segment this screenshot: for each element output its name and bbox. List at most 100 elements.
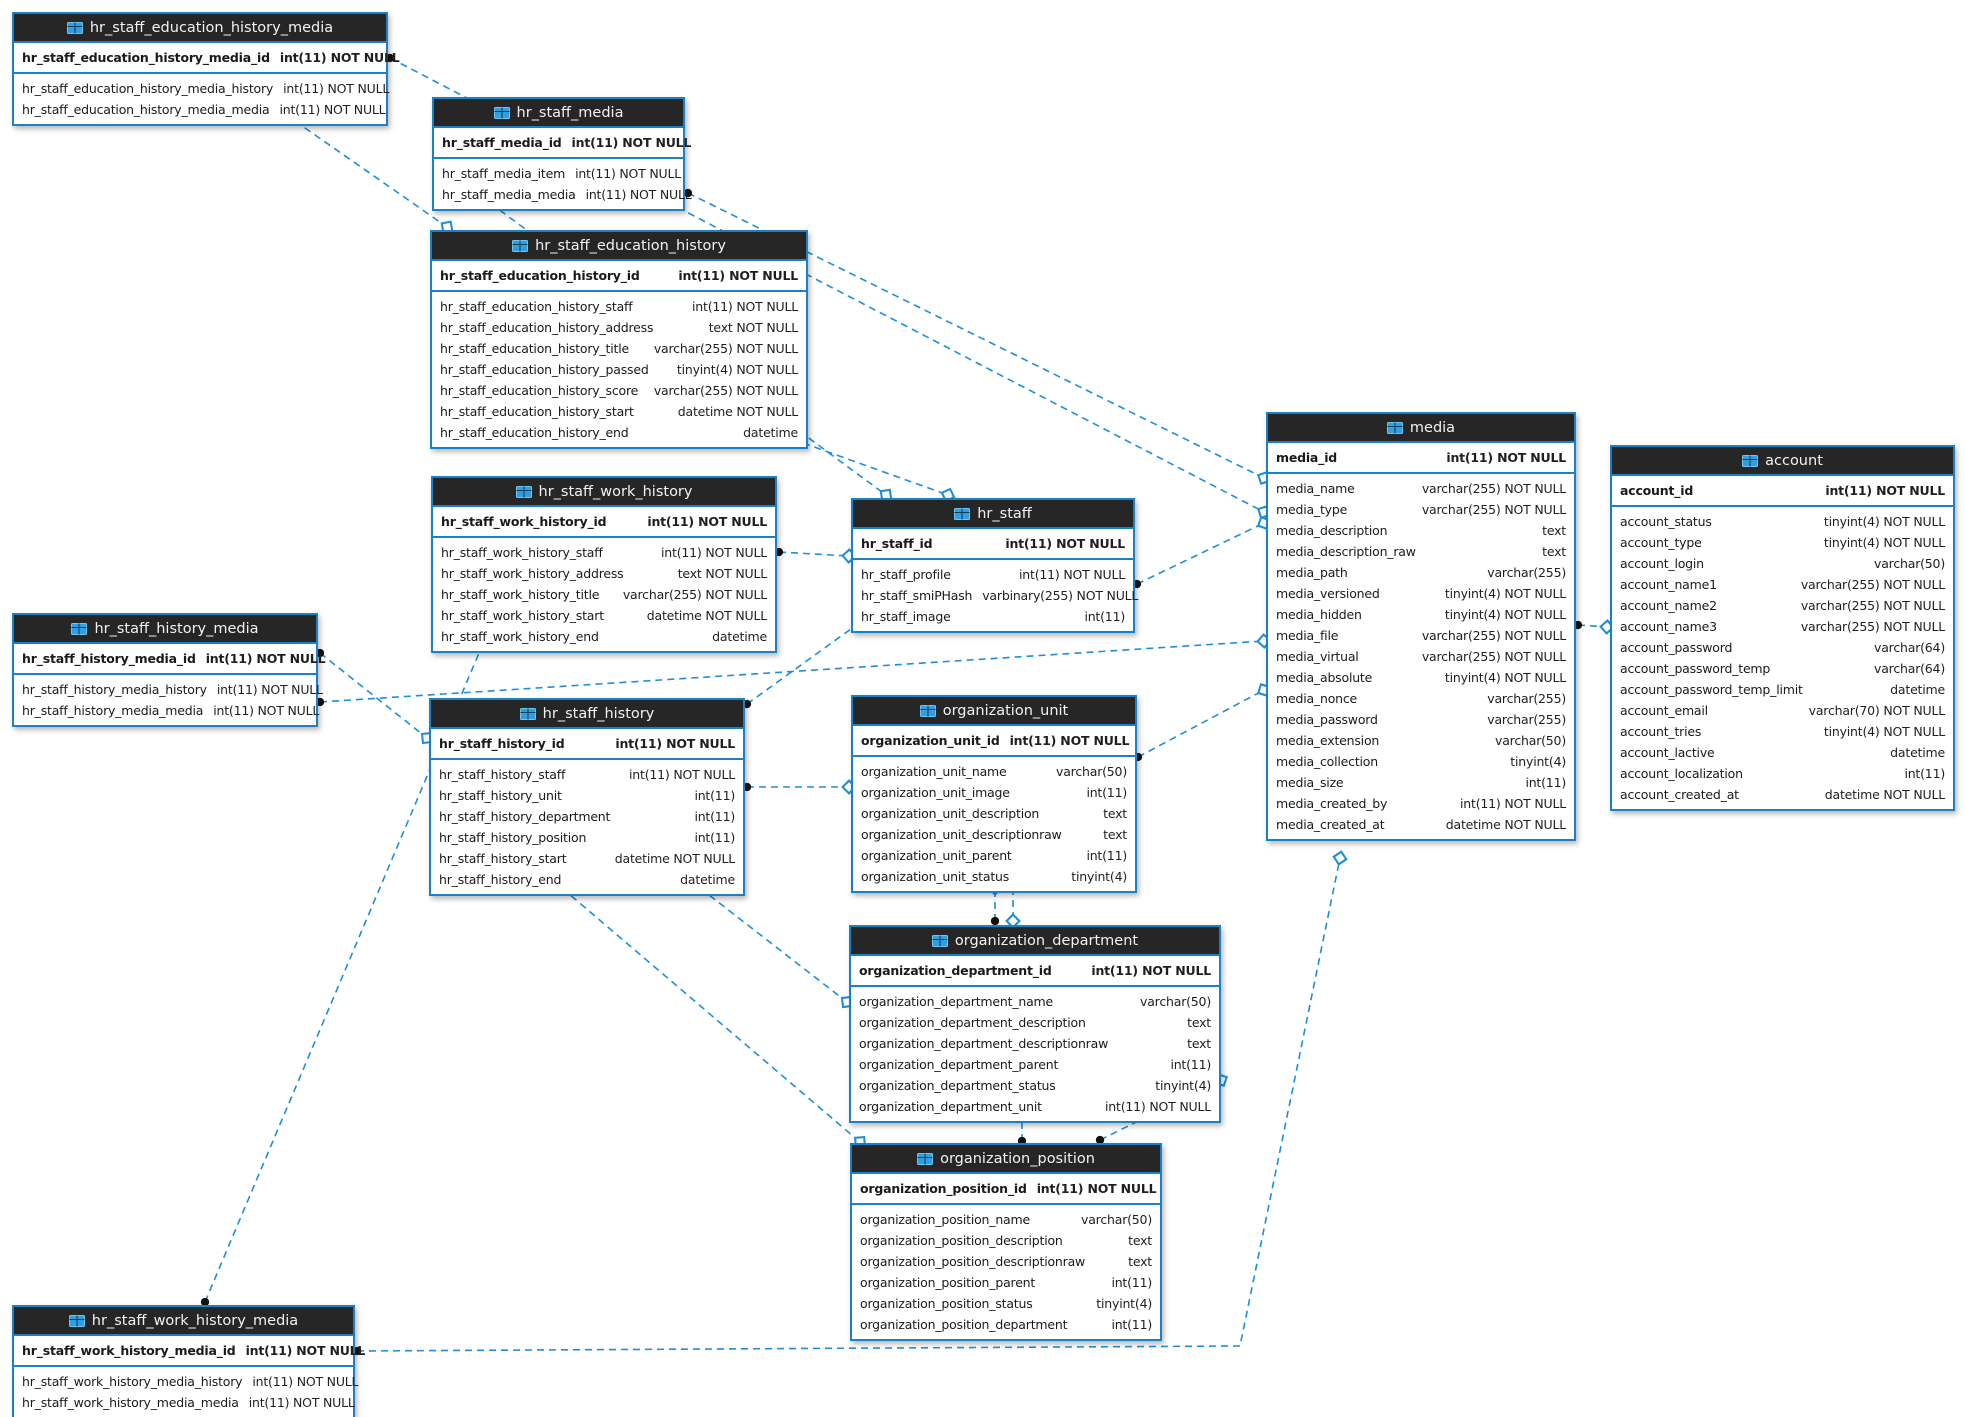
field-row: hr_staff_education_history_address text … (432, 317, 806, 338)
field-type: datetime NOT NULL (646, 608, 767, 623)
field-name: hr_staff_history_end (439, 872, 562, 887)
relationship-line-hr_staff_education_history-to-hr_staff[interactable] (798, 438, 956, 503)
relationship-line-hr_staff_history-to-organization_position[interactable] (557, 883, 866, 1148)
pk-section: organization_position_id int(11) NOT NUL… (852, 1174, 1160, 1205)
table-title: hr_staff_education_history (535, 237, 726, 254)
relationship-line-hr_staff_history_media-to-hr_staff_history[interactable] (315, 648, 434, 745)
field-name: media_type (1276, 502, 1348, 517)
table-header[interactable]: hr_staff_education_history (432, 232, 806, 261)
field-type: int(11) NOT NULL (585, 187, 692, 202)
pk-section: hr_staff_education_history_id int(11) NO… (432, 261, 806, 292)
table-header[interactable]: media (1268, 414, 1574, 443)
table-card-organization_position[interactable]: organization_position organization_posit… (850, 1143, 1162, 1341)
field-name: hr_staff_id (861, 536, 933, 551)
field-type: datetime (1890, 745, 1945, 760)
pk-row: organization_unit_id int(11) NOT NULL (853, 729, 1135, 752)
table-card-hr_staff_history[interactable]: hr_staff_history hr_staff_history_id int… (429, 698, 745, 896)
field-name: hr_staff_history_media_history (22, 682, 207, 697)
table-header[interactable]: hr_staff_history (431, 700, 743, 729)
field-type: text (1187, 1015, 1211, 1030)
field-row: media_created_by int(11) NOT NULL (1268, 793, 1574, 814)
table-card-hr_staff_work_history[interactable]: hr_staff_work_history hr_staff_work_hist… (431, 476, 777, 653)
table-card-hr_staff_education_history_media[interactable]: hr_staff_education_history_media hr_staf… (12, 12, 400, 126)
table-title: hr_staff_work_history (538, 483, 693, 500)
table-header[interactable]: organization_position (852, 1145, 1160, 1174)
table-icon (512, 239, 529, 252)
field-name: media_absolute (1276, 670, 1373, 685)
table-header[interactable]: hr_staff (853, 500, 1133, 529)
table-header[interactable]: hr_staff_work_history (433, 478, 775, 507)
table-card-media[interactable]: media media_id int(11) NOT NULL media_na… (1266, 412, 1576, 841)
field-row: account_status tinyint(4) NOT NULL (1612, 511, 1953, 532)
field-row: organization_department_unit int(11) NOT… (851, 1096, 1219, 1117)
pk-row: media_id int(11) NOT NULL (1268, 446, 1574, 469)
table-header[interactable]: organization_unit (853, 697, 1135, 726)
field-type: varchar(255) (1487, 565, 1566, 580)
relationship-line-hr_staff_education_history_media-to-hr_staff_education_history[interactable] (280, 109, 454, 234)
table-header[interactable]: account (1612, 447, 1953, 476)
relationship-line-organization_unit-to-media[interactable] (1133, 683, 1271, 762)
field-name: hr_staff_education_history_media_id (22, 50, 270, 65)
field-row: account_email varchar(70) NOT NULL (1612, 700, 1953, 721)
field-type: int(11) (1111, 1317, 1152, 1332)
field-row: hr_staff_work_history_media_media int(11… (14, 1392, 355, 1413)
field-row: hr_staff_education_history_title varchar… (432, 338, 806, 359)
field-row: hr_staff_work_history_media_history int(… (14, 1371, 359, 1392)
field-type: datetime (743, 425, 798, 440)
pk-section: hr_staff_media_id int(11) NOT NULL (434, 128, 691, 159)
relationship-line-hr_staff_work_history-to-hr_staff[interactable] (774, 547, 857, 564)
field-type: int(11) NOT NULL (1036, 1181, 1157, 1196)
field-row: account_type tinyint(4) NOT NULL (1612, 532, 1953, 553)
field-name: media_description_raw (1276, 544, 1416, 559)
field-type: int(11) (1170, 1057, 1211, 1072)
field-type: int(11) NOT NULL (1446, 450, 1566, 465)
field-name: organization_unit_name (861, 764, 1007, 779)
field-type: varchar(255) NOT NULL (653, 383, 798, 398)
field-row: hr_staff_work_history_start datetime NOT… (433, 605, 775, 626)
table-title: organization_department (954, 932, 1139, 949)
field-name: hr_staff_education_history_start (440, 404, 634, 419)
field-type: text NOT NULL (677, 566, 767, 581)
table-icon (66, 21, 83, 34)
table-card-hr_staff_history_media[interactable]: hr_staff_history_media hr_staff_history_… (12, 613, 326, 727)
field-row: hr_staff_smiPHash varbinary(255) NOT NUL… (853, 585, 1138, 606)
pk-row: hr_staff_history_media_id int(11) NOT NU… (14, 647, 326, 670)
table-card-account[interactable]: account account_id int(11) NOT NULL acco… (1610, 445, 1955, 811)
table-card-hr_staff[interactable]: hr_staff hr_staff_id int(11) NOT NULL hr… (851, 498, 1138, 633)
table-card-organization_unit[interactable]: organization_unit organization_unit_id i… (851, 695, 1137, 893)
field-name: account_type (1620, 535, 1702, 550)
field-row: hr_staff_media_item int(11) NOT NULL (434, 163, 683, 184)
field-row: hr_staff_work_history_address text NOT N… (433, 563, 775, 584)
pk-section: hr_staff_history_id int(11) NOT NULL (431, 729, 743, 760)
relationship-line-media-to-account[interactable] (1573, 619, 1615, 635)
field-row: account_name1 varchar(255) NOT NULL (1612, 574, 1953, 595)
table-card-organization_department[interactable]: organization_department organization_dep… (849, 925, 1221, 1123)
table-header[interactable]: hr_staff_work_history_media (14, 1307, 353, 1336)
field-type: tinyint(4) (1071, 869, 1127, 884)
table-title: media (1409, 419, 1456, 436)
field-name: account_login (1620, 556, 1704, 571)
table-card-hr_staff_education_history[interactable]: hr_staff_education_history hr_staff_educ… (430, 230, 808, 449)
relationship-line-hr_staff-to-media[interactable] (1132, 515, 1272, 589)
relationship-line-hr_staff_history-to-organization_department[interactable] (695, 883, 854, 1009)
table-header[interactable]: hr_staff_education_history_media (14, 14, 386, 43)
field-row: hr_staff_education_history_media_history… (14, 78, 389, 99)
table-card-hr_staff_media[interactable]: hr_staff_media hr_staff_media_id int(11)… (432, 97, 692, 211)
field-name: account_password (1620, 640, 1733, 655)
field-section: organization_position_name varchar(50) o… (852, 1205, 1160, 1339)
field-row: hr_staff_education_history_passed tinyin… (432, 359, 806, 380)
field-row: hr_staff_education_history_media_media i… (14, 99, 386, 120)
field-type: datetime NOT NULL (1824, 787, 1945, 802)
table-header[interactable]: hr_staff_history_media (14, 615, 316, 644)
field-type: datetime (712, 629, 767, 644)
table-title: hr_staff_history (542, 705, 655, 722)
field-name: organization_unit_image (861, 785, 1010, 800)
table-header[interactable]: organization_department (851, 927, 1219, 956)
field-name: organization_department_status (859, 1078, 1056, 1093)
relationship-line-hr_staff_work_history_media-to-media[interactable] (352, 850, 1348, 1356)
field-type: int(11) (1086, 785, 1127, 800)
table-header[interactable]: hr_staff_media (434, 99, 683, 128)
field-row: organization_department_name varchar(50) (851, 991, 1219, 1012)
table-card-hr_staff_work_history_media[interactable]: hr_staff_work_history_media hr_staff_wor… (12, 1305, 365, 1417)
